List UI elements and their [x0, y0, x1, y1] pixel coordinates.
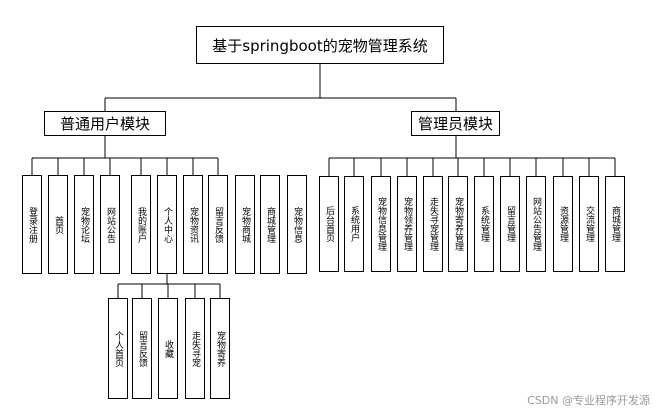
admin-node-4: 走失寻宠管理 — [423, 176, 443, 272]
personal-center-node-3-label: 走失寻宠 — [190, 330, 200, 367]
personal-center-node-1: 留言反馈 — [132, 298, 152, 399]
admin-node-11: 商城管理 — [605, 176, 625, 272]
user-node-8-label: 宠物商城 — [240, 206, 250, 243]
user-node-4: 我的账户 — [131, 175, 151, 274]
admin-node-1: 系统用户 — [344, 176, 364, 272]
user-node-2-label: 宠物论坛 — [79, 206, 89, 243]
personal-center-node-1-label: 留言反馈 — [137, 330, 147, 367]
admin-node-7-label: 留言管理 — [505, 206, 515, 242]
admin-node-8-label: 网站公告管理 — [531, 197, 541, 251]
user-node-3: 网站公告 — [100, 175, 120, 274]
personal-center-node-2: 收藏 — [158, 298, 178, 399]
personal-center-node-2-label: 收藏 — [163, 339, 173, 358]
admin-node-6: 系统管理 — [474, 176, 494, 272]
user-node-10-label: 宠物信息 — [292, 206, 302, 243]
user-node-0: 登录注册 — [22, 175, 42, 274]
admin-node-2-label: 宠物信息管理 — [376, 197, 386, 251]
admin-node-10-label: 交流管理 — [584, 206, 594, 242]
admin-node-3: 宠物领养管理 — [397, 176, 417, 272]
personal-center-node-3: 走失寻宠 — [185, 298, 205, 399]
admin-node-9-label: 资源管理 — [558, 206, 568, 242]
root-node: 基于springboot的宠物管理系统 — [196, 26, 444, 64]
admin-node-0: 后台首页 — [319, 176, 339, 272]
personal-center-node-4-label: 宠物寄养 — [215, 330, 225, 367]
admin-module-label: 管理员模块 — [417, 115, 493, 133]
user-node-10: 宠物信息 — [287, 175, 307, 274]
personal-center-node-0: 个人首页 — [108, 298, 128, 399]
admin-node-4-label: 走失寻宠管理 — [428, 197, 438, 251]
watermark: CSDN @专业程序开发源 — [527, 394, 650, 407]
admin-node-5-label: 宠物寄养管理 — [453, 197, 463, 251]
user-node-3-label: 网站公告 — [105, 206, 115, 243]
admin-node-1-label: 系统用户 — [349, 206, 359, 242]
admin-node-11-label: 商城管理 — [610, 206, 620, 242]
user-node-6-label: 宠物资讯 — [188, 206, 198, 243]
user-node-5: 个人中心 — [157, 175, 177, 274]
user-module-label: 普通用户模块 — [59, 115, 150, 133]
user-node-8: 宠物商城 — [235, 175, 255, 274]
personal-center-node-4: 宠物寄养 — [210, 298, 230, 399]
user-node-1-label: 首页 — [53, 215, 63, 234]
admin-node-2: 宠物信息管理 — [371, 176, 391, 272]
user-node-7-label: 留言反馈 — [213, 206, 223, 243]
admin-node-0-label: 后台首页 — [324, 206, 334, 242]
admin-node-5: 宠物寄养管理 — [448, 176, 468, 272]
root-label: 基于springboot的宠物管理系统 — [212, 36, 428, 55]
admin-node-3-label: 宠物领养管理 — [402, 197, 412, 251]
user-node-5-label: 个人中心 — [162, 206, 172, 243]
user-node-4-label: 我的账户 — [136, 206, 146, 243]
user-node-1: 首页 — [48, 175, 68, 274]
user-module-node: 普通用户模块 — [44, 111, 166, 136]
user-node-9: 商城管理 — [260, 175, 280, 274]
admin-node-6-label: 系统管理 — [479, 206, 489, 242]
admin-node-7: 留言管理 — [500, 176, 520, 272]
admin-node-9: 资源管理 — [553, 176, 573, 272]
admin-module-node: 管理员模块 — [411, 111, 500, 136]
admin-node-8: 网站公告管理 — [526, 176, 546, 272]
user-node-9-label: 商城管理 — [265, 206, 275, 243]
personal-center-node-0-label: 个人首页 — [113, 330, 123, 367]
user-node-7: 留言反馈 — [208, 175, 228, 274]
user-node-6: 宠物资讯 — [183, 175, 203, 274]
user-node-0-label: 登录注册 — [27, 206, 37, 243]
admin-node-10: 交流管理 — [579, 176, 599, 272]
user-node-2: 宠物论坛 — [74, 175, 94, 274]
